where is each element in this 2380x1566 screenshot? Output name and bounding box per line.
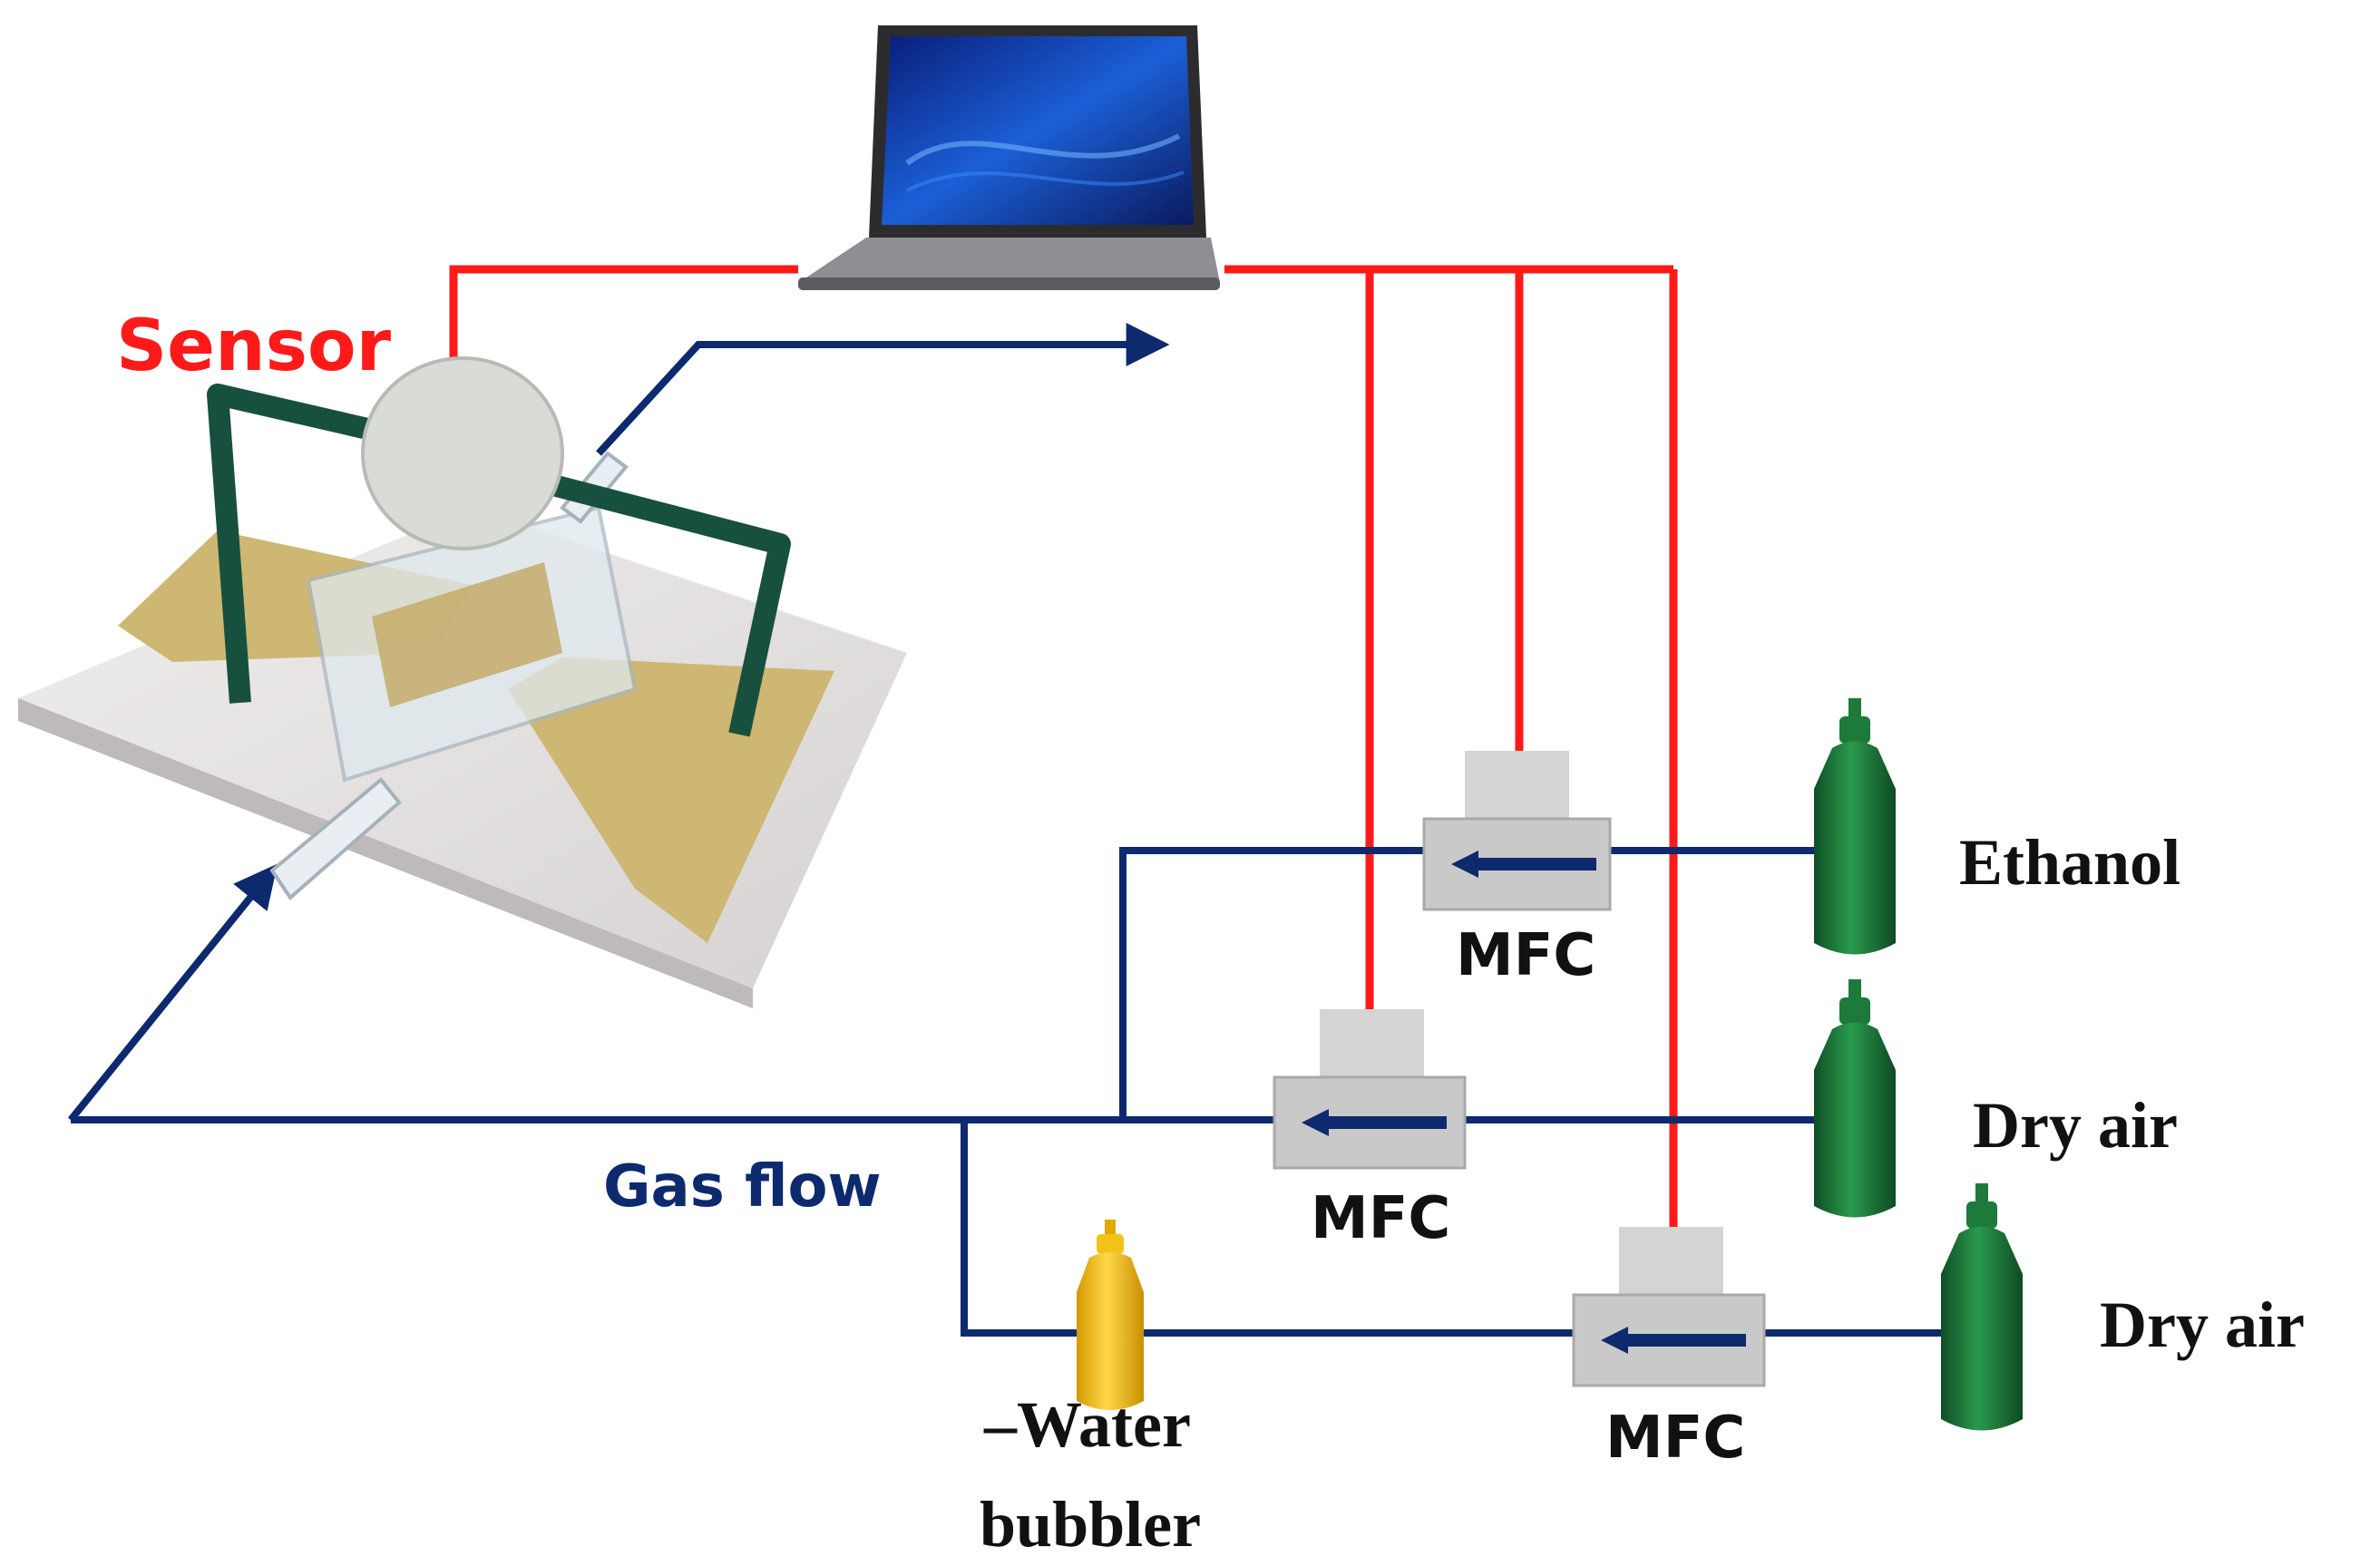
dry-air-label-2: Dry air bbox=[2100, 1289, 2305, 1361]
gas-cylinder-dry-air-2 bbox=[1941, 1183, 2023, 1431]
sensor-chamber-icon bbox=[18, 356, 907, 1008]
gas-cylinder-ethanol bbox=[1814, 698, 1896, 955]
mfc-unit-3 bbox=[1572, 1227, 1766, 1387]
mfc-label-2: MFC bbox=[1311, 1185, 1450, 1252]
mfc-unit-2 bbox=[1273, 1009, 1467, 1170]
gas-flow-label: Gas flow bbox=[603, 1153, 882, 1221]
sensor-label: Sensor bbox=[116, 306, 392, 387]
water-bubbler-icon bbox=[1077, 1220, 1144, 1410]
dry-air-label-1: Dry air bbox=[1973, 1089, 2178, 1162]
mfc-unit-1 bbox=[1422, 751, 1612, 911]
mfc-label-3: MFC bbox=[1605, 1405, 1745, 1472]
ethanol-label: Ethanol bbox=[1959, 826, 2180, 899]
sensor-outlet-line bbox=[596, 323, 1170, 456]
sensor-inlet-line bbox=[67, 863, 278, 1123]
water-bubbler-label-line1: –Water bbox=[983, 1388, 1191, 1461]
sensor-signal-line bbox=[449, 265, 798, 358]
laptop-icon bbox=[798, 25, 1220, 290]
water-bubbler-label-line2: bubbler bbox=[980, 1488, 1201, 1561]
mfc-label-1: MFC bbox=[1456, 922, 1595, 989]
signal-lines bbox=[449, 265, 1678, 1229]
gas-cylinder-dry-air-1 bbox=[1814, 979, 1896, 1218]
